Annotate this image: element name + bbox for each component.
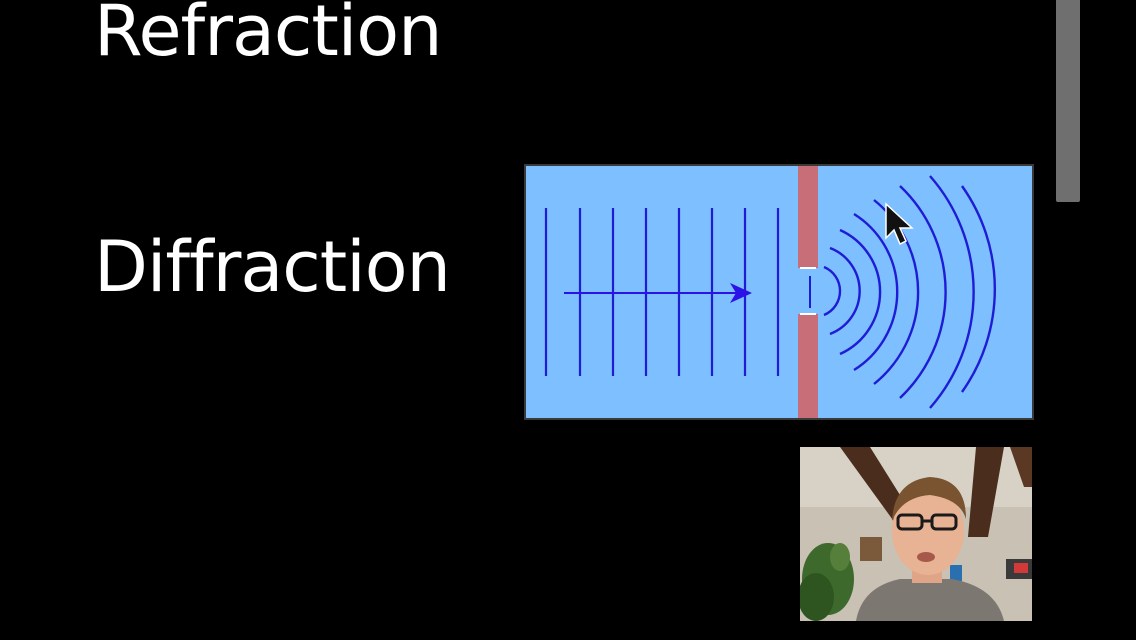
presenter-video: [800, 447, 1032, 621]
slide-heading-refraction: Refraction: [94, 0, 442, 72]
cursor-arrow-icon: [885, 202, 914, 246]
barrier-lower: [798, 314, 818, 418]
propagation-arrow-icon: [564, 283, 752, 303]
diffraction-diagram-svg: [524, 164, 1034, 420]
diffraction-diagram: [524, 164, 1034, 420]
arc-wavefront: [853, 212, 899, 372]
arc-wavefront: [899, 185, 947, 399]
arc-wavefront: [839, 228, 882, 356]
scrollbar-thumb[interactable]: [1056, 0, 1080, 202]
barrier-upper: [798, 166, 818, 268]
arc-wavefront: [823, 265, 842, 317]
barrier: [798, 166, 818, 418]
diffracted-wavefronts: [823, 175, 997, 409]
arc-wavefront: [929, 175, 975, 409]
presenter-video-frame: [800, 447, 1032, 621]
arc-wavefront: [961, 185, 997, 393]
slide-heading-diffraction: Diffraction: [94, 226, 451, 308]
arc-wavefront: [829, 246, 861, 336]
